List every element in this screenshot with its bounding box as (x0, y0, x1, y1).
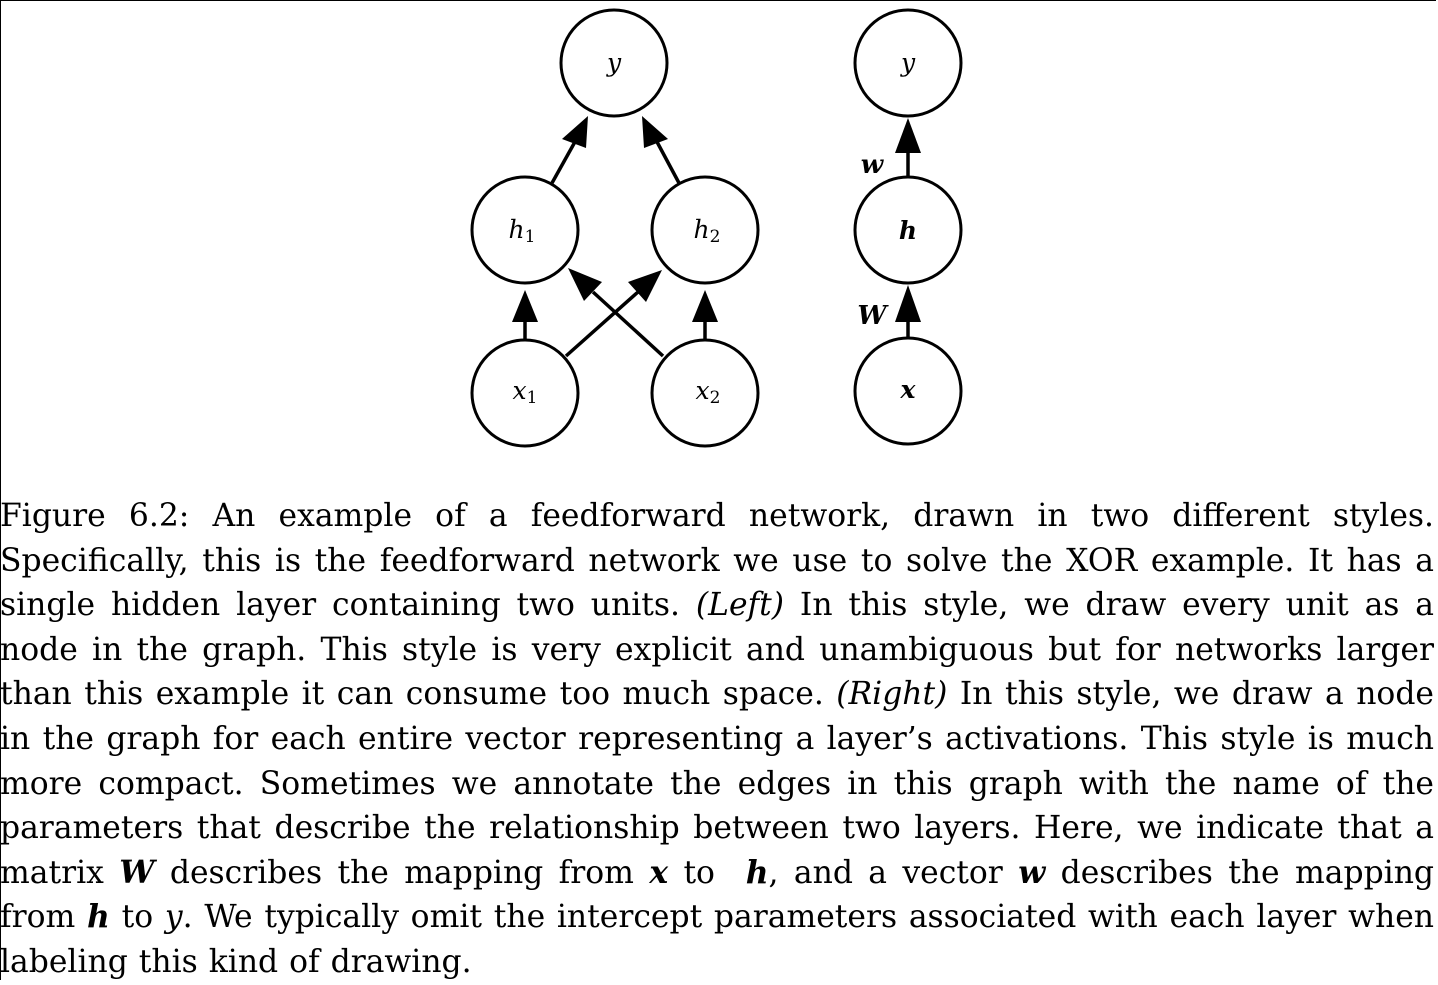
arrowhead-x2-h1 (568, 268, 602, 301)
node-x2-label: x2 (696, 376, 721, 408)
node-x1 (470, 338, 580, 448)
caption-part6: , and a vector (768, 854, 1003, 891)
caption-part9: . We typically omit the intercept parame… (0, 899, 1435, 980)
node-h (853, 175, 963, 285)
left-graph: y h1 h2 x1 x2 (470, 8, 760, 448)
edge-label-W: W (857, 301, 889, 331)
caption-part7: describes the mapping from (0, 854, 1435, 936)
caption-symbol-x: x (649, 854, 669, 891)
caption-left-tag: (Left) (695, 587, 785, 624)
edge-label-w: w (861, 150, 885, 180)
node-h-label: h (899, 216, 917, 245)
edge-h2-y (654, 139, 681, 184)
node-h1-label: h1 (509, 215, 536, 247)
caption-symbol-w: w (1018, 854, 1046, 891)
caption-part1: Figure 6.2: An example of a feedforward … (0, 498, 1434, 624)
caption-right-tag: (Right) (836, 676, 948, 713)
arrowhead-h1-y (562, 116, 588, 148)
node-y-left-label: y (606, 48, 622, 77)
caption-symbol-W: W (119, 854, 155, 891)
caption-symbol-h2: h (87, 899, 110, 936)
node-h1 (470, 175, 580, 285)
edge-x2-h1 (591, 290, 665, 358)
node-x2 (650, 338, 760, 448)
node-x1-label: x1 (513, 376, 538, 408)
node-x-label: x (900, 375, 917, 404)
edge-h1-y (550, 139, 578, 184)
caption-part2: In this style, we draw every unit as a n… (0, 587, 1435, 713)
caption-part8: to (121, 899, 154, 936)
edge-x1-h2 (564, 290, 640, 358)
node-y-left (559, 8, 669, 118)
caption-part5: to (683, 854, 715, 891)
right-graph: y h x w W (853, 8, 963, 446)
network-diagram: y h1 h2 x1 x2 y h x w W (470, 8, 963, 448)
caption-part3: In this style, we draw a node in the gra… (0, 676, 1434, 891)
arrowhead-x1-h2 (628, 270, 662, 302)
node-h2-label: h2 (694, 215, 721, 247)
caption-symbol-y: y (164, 899, 183, 936)
node-h2 (650, 175, 760, 285)
node-x (853, 336, 963, 446)
arrowhead-x2-h2 (692, 290, 718, 322)
figure-caption: Figure 6.2: An example of a feedforward … (0, 494, 1434, 985)
arrowhead-x1-h1 (512, 290, 538, 322)
caption-part4: describes the mapping from (169, 854, 634, 891)
node-y-right-label: y (900, 48, 916, 77)
arrowhead-x-h (895, 285, 921, 322)
node-y-right (853, 8, 963, 118)
arrowhead-h2-y (642, 116, 668, 148)
arrowhead-h-y (895, 118, 921, 153)
caption-symbol-h: h (745, 854, 769, 891)
